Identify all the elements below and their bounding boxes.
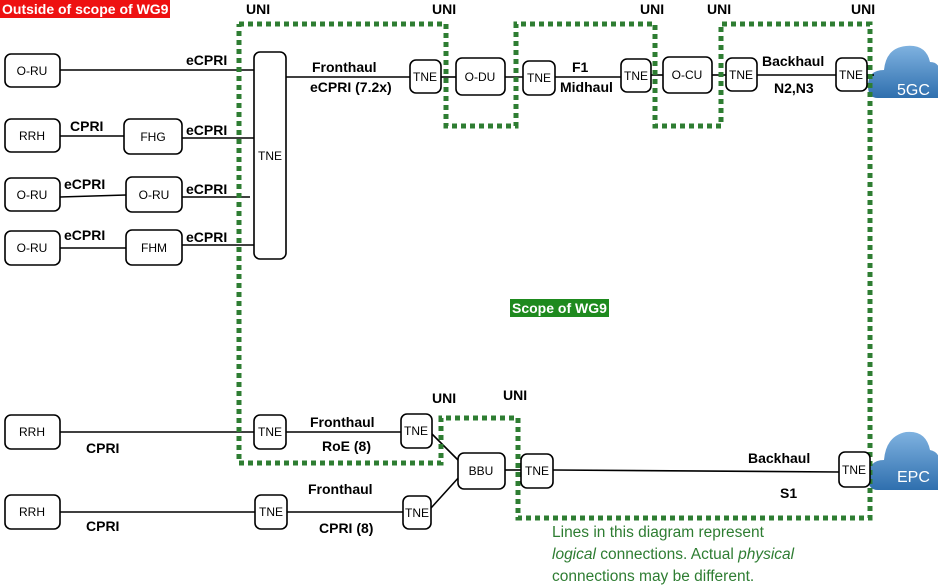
note-physical: physical [738,546,795,563]
label-midhaul: Midhaul [560,79,613,95]
label-fronthaul-roe: Fronthaul [310,414,375,430]
outside-scope-tag: Outside of scope of WG9 [0,0,171,18]
label-fronthaul-cpri: Fronthaul [308,481,373,497]
oru-1: O-RU [17,64,48,78]
label-backhaul-top: Backhaul [762,53,824,69]
scope-tag: Scope of WG9 [510,299,609,317]
tne-d: TNE [729,68,753,82]
uni-label: UNI [432,390,456,406]
logical-connections-note: Lines in this diagram represent logical … [552,522,932,588]
rrh-1: RRH [19,129,45,143]
tne-j: TNE [405,506,429,520]
label-backhaul-bottom: Backhaul [748,450,810,466]
cloud-epc-label: EPC [897,469,930,486]
note-line-2: logical connections. Actual physical [552,544,932,566]
tne-a: TNE [413,70,437,84]
label-s1: S1 [780,485,797,501]
tne-main: TNE [258,149,282,163]
tne-c: TNE [624,69,648,83]
tne-h: TNE [525,464,549,478]
note-logical: logical [552,546,596,563]
label-cpri-rrh3: CPRI [86,518,119,534]
tne-g: TNE [404,424,428,438]
label-cpri-2: CPRI [70,118,103,134]
fhg: FHG [140,130,165,144]
label-ecpri-72: eCPRI (7.2x) [310,79,392,95]
note-line-2-mid: connections. Actual [595,546,739,563]
oru-3b: O-RU [139,188,170,202]
label-n2n3: N2,N3 [774,80,814,96]
link-tneg-bbu [431,433,459,461]
cloud-5gc: 5GC [868,45,938,99]
link-labels: eCPRI CPRI eCPRI eCPRI eCPRI eCPRI eCPRI… [64,52,824,536]
note-line-1: Lines in this diagram represent [552,524,764,541]
scope-boundary [236,21,873,521]
label-ecpri-2: eCPRI [186,122,227,138]
label-ecpri-1: eCPRI [186,52,227,68]
uni-label: UNI [640,1,664,17]
label-roe: RoE (8) [322,438,371,454]
fhm: FHM [141,241,167,255]
odu: O-DU [465,70,496,84]
tne-b: TNE [527,71,551,85]
label-ecpri-3b: eCPRI [186,181,227,197]
ocu: O-CU [672,68,703,82]
bbu: BBU [469,464,494,478]
uni-label: UNI [851,1,875,17]
tne-e: TNE [839,68,863,82]
label-cpri-rrh2: CPRI [86,440,119,456]
label-fronthaul-top: Fronthaul [312,59,377,75]
oru-3: O-RU [17,188,48,202]
cloud-5gc-label: 5GC [897,82,930,99]
tne-epc: TNE [842,463,866,477]
label-f1: F1 [572,59,589,75]
uni-labels: UNI UNI UNI UNI UNI UNI UNI [246,1,875,406]
link-oru3-oru3b [59,194,127,198]
link-tneh-tneepc [552,469,840,473]
rrh-3: RRH [19,505,45,519]
uni-label: UNI [503,387,527,403]
tne-f: TNE [258,425,282,439]
label-cpri8: CPRI (8) [319,520,373,536]
uni-label: UNI [432,1,456,17]
uni-label: UNI [246,1,270,17]
cloud-epc: EPC [868,431,938,490]
label-ecpri-3a: eCPRI [64,176,105,192]
link-tnej-bbu [430,475,461,509]
oru-4: O-RU [17,241,48,255]
nodes: O-RU RRH FHG O-RU O-RU O-RU FHM TNE TNE … [4,51,871,530]
uni-label: UNI [707,1,731,17]
note-line-3: connections may be different. [552,568,755,585]
label-ecpri-4b: eCPRI [186,229,227,245]
tne-i: TNE [259,505,283,519]
label-ecpri-4a: eCPRI [64,227,105,243]
rrh-2: RRH [19,425,45,439]
